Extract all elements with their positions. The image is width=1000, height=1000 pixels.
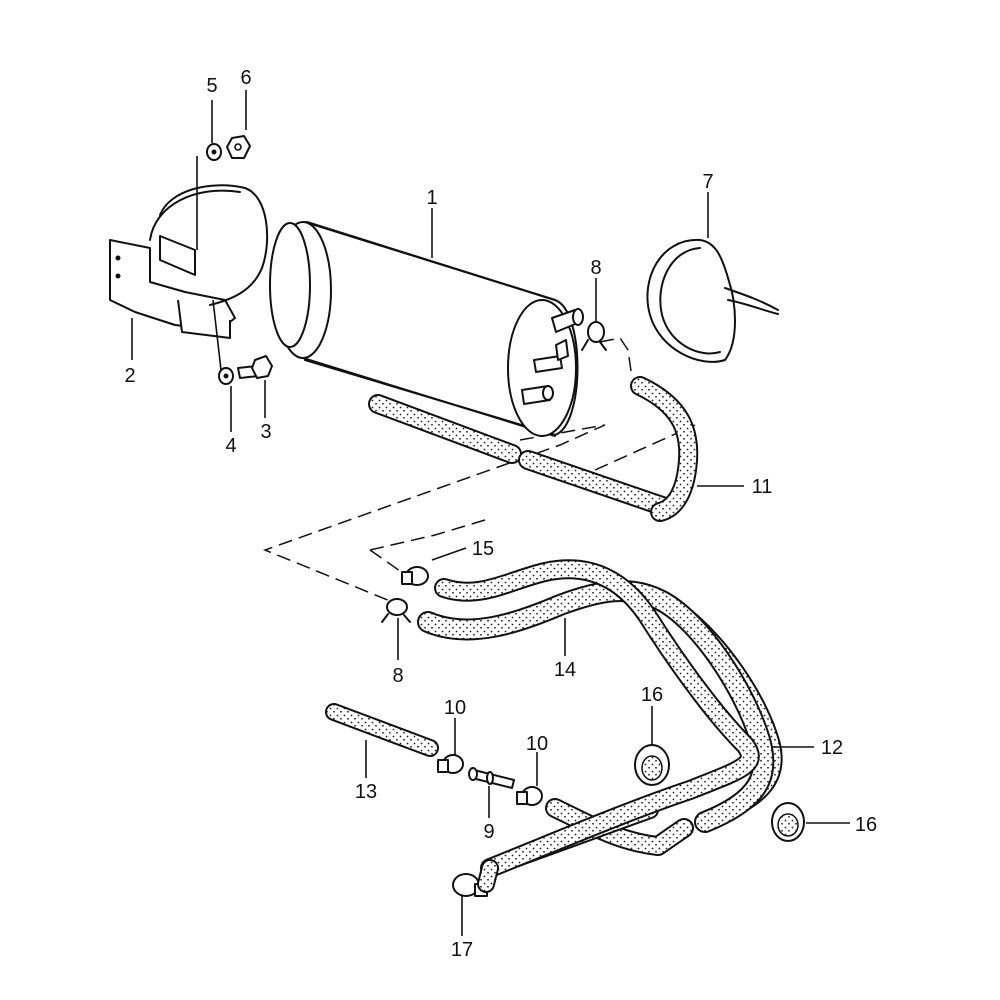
hose-clip-lower (381, 598, 411, 623)
bolt-washer-bottom (218, 355, 273, 385)
callout-15: 15 (472, 538, 494, 560)
callout-labels: 1 2 3 4 5 6 7 8 8 9 10 10 11 12 13 14 15… (124, 67, 877, 961)
hose-11b (518, 450, 678, 518)
washer-nut-top (206, 135, 251, 161)
hose-clip-upper (581, 321, 607, 351)
mounting-bracket (109, 156, 269, 371)
hose-17 (477, 859, 499, 893)
hose-14 (417, 580, 775, 833)
callout-3: 3 (260, 421, 271, 443)
callout-17: 17 (451, 939, 473, 961)
hose-11a (368, 394, 522, 464)
callout-13: 13 (355, 781, 377, 803)
hose-clamp-10a (437, 754, 464, 774)
callout-10-left: 10 (444, 697, 466, 719)
callout-1: 1 (426, 187, 437, 209)
callout-11: 11 (752, 476, 773, 498)
hoses-layer (325, 376, 783, 893)
callout-16-upper: 16 (641, 684, 663, 706)
hose-13 (325, 703, 439, 757)
canister (269, 221, 584, 437)
callout-10-right: 10 (526, 733, 548, 755)
grommet-upper (634, 744, 670, 786)
hose-15 (434, 559, 760, 878)
callout-7: 7 (702, 171, 713, 193)
callout-12: 12 (821, 737, 843, 759)
callout-16-lower: 16 (855, 814, 877, 836)
connector-pipe (468, 767, 515, 789)
callout-4: 4 (225, 435, 236, 457)
hose-clamp-15 (401, 566, 429, 586)
grommet-lower (771, 802, 805, 842)
hose-clamp-10b (516, 786, 543, 806)
callout-8-upper: 8 (590, 257, 601, 279)
callout-2: 2 (124, 365, 135, 387)
leader-lines (131, 90, 850, 936)
hose-11-bend (630, 376, 699, 522)
callout-8-lower: 8 (392, 665, 403, 687)
callout-9: 9 (483, 821, 494, 843)
callout-6: 6 (240, 67, 251, 89)
strap-band (646, 238, 779, 363)
callout-14: 14 (554, 659, 576, 681)
callout-5: 5 (206, 75, 217, 97)
